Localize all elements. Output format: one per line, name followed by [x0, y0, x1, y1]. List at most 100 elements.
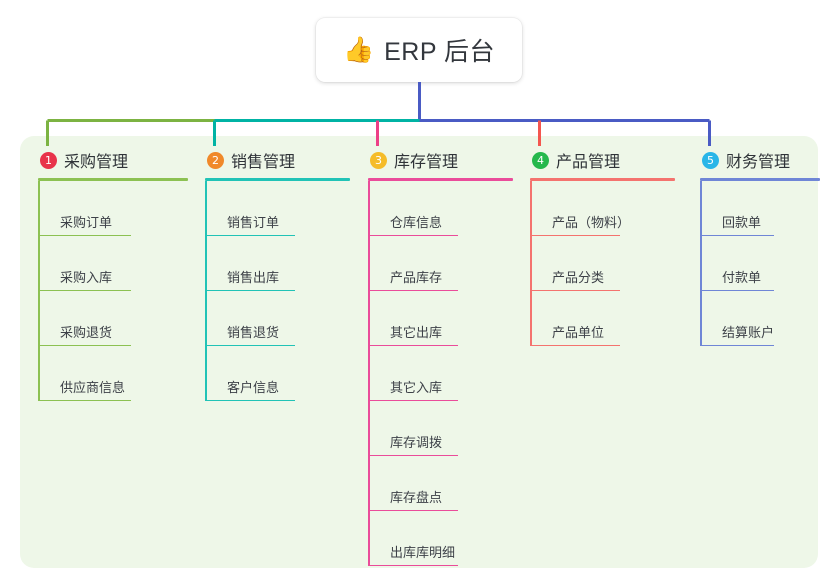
leaf-item[interactable]: 销售退货 [205, 291, 350, 346]
leaf-item[interactable]: 其它入库 [368, 346, 513, 401]
leaf-item-rule [38, 289, 131, 291]
leaf-item[interactable]: 仓库信息 [368, 181, 513, 236]
root-node[interactable]: 👍 ERP 后台 [316, 18, 522, 82]
column-header-rule-1 [38, 178, 188, 181]
leaf-item-rule [700, 344, 774, 346]
leaf-item-label: 出库库明细 [390, 545, 456, 560]
leaf-item-label: 销售订单 [227, 215, 280, 230]
leaf-item[interactable]: 回款单 [700, 181, 820, 236]
column-items-1: 采购订单采购入库采购退货供应商信息 [38, 181, 188, 401]
leaf-item[interactable]: 产品（物料） [530, 181, 675, 236]
leaf-item-label: 产品库存 [390, 270, 443, 285]
leaf-item-label: 采购入库 [60, 270, 113, 285]
leaf-item-rule [368, 564, 458, 566]
leaf-item-label: 其它出库 [390, 325, 443, 340]
column-header-rule-3 [368, 178, 513, 181]
column-items-3: 仓库信息产品库存其它出库其它入库库存调拨库存盘点出库库明细 [368, 181, 513, 566]
column-badge-3: 3 [370, 151, 387, 169]
leaf-item-label: 销售退货 [227, 325, 280, 340]
column-4: 4 产品管理产品（物料） 产品分类产品单位 [530, 148, 675, 346]
column-header-4[interactable]: 4 产品管理 [530, 148, 675, 172]
root-title: ERP 后台 [384, 38, 496, 66]
column-2: 2 销售管理销售订单销售出库销售退货客户信息 [205, 148, 350, 401]
leaf-item-rule [368, 344, 458, 346]
leaf-item[interactable]: 结算账户 [700, 291, 820, 346]
leaf-item[interactable]: 库存调拨 [368, 401, 513, 456]
leaf-item-label: 供应商信息 [60, 380, 126, 395]
column-header-3[interactable]: 3 库存管理 [368, 148, 513, 172]
leaf-item-rule [368, 454, 458, 456]
column-title-2: 销售管理 [231, 154, 296, 171]
column-spine-2 [205, 181, 207, 401]
leaf-item-label: 回款单 [722, 215, 762, 230]
column-items-2: 销售订单销售出库销售退货客户信息 [205, 181, 350, 401]
column-spine-1 [38, 181, 40, 401]
leaf-item[interactable]: 客户信息 [205, 346, 350, 401]
leaf-item-rule [205, 234, 295, 236]
column-spine-4 [530, 181, 532, 346]
leaf-item[interactable]: 采购订单 [38, 181, 188, 236]
leaf-item-rule [700, 234, 774, 236]
leaf-item[interactable]: 出库库明细 [368, 511, 513, 566]
column-items-5: 回款单付款单结算账户 [700, 181, 820, 346]
column-spine-5 [700, 181, 702, 346]
leaf-item[interactable]: 产品分类 [530, 236, 675, 291]
column-header-5[interactable]: 5 财务管理 [700, 148, 820, 172]
leaf-item-rule [700, 289, 774, 291]
leaf-item-rule [38, 399, 131, 401]
leaf-item-label: 产品单位 [552, 325, 605, 340]
leaf-item-rule [530, 344, 620, 346]
column-5: 5 财务管理回款单付款单结算账户 [700, 148, 820, 346]
column-header-1[interactable]: 1 采购管理 [38, 148, 188, 172]
leaf-item-label: 库存盘点 [390, 490, 443, 505]
leaf-item[interactable]: 库存盘点 [368, 456, 513, 511]
leaf-item-rule [368, 399, 458, 401]
column-title-4: 产品管理 [556, 154, 621, 171]
column-badge-1: 1 [40, 151, 57, 169]
leaf-item[interactable]: 产品库存 [368, 236, 513, 291]
column-3: 3 库存管理仓库信息产品库存其它出库其它入库库存调拨库存盘点出库库明细 [368, 148, 513, 566]
leaf-item[interactable]: 采购退货 [38, 291, 188, 346]
leaf-item-rule [368, 234, 458, 236]
leaf-item[interactable]: 销售订单 [205, 181, 350, 236]
leaf-item-label: 库存调拨 [390, 435, 443, 450]
leaf-item-rule [530, 234, 620, 236]
leaf-item-label: 产品（物料） [552, 215, 631, 230]
leaf-item-label: 结算账户 [722, 325, 775, 340]
leaf-item-rule [368, 509, 458, 511]
leaf-item[interactable]: 销售出库 [205, 236, 350, 291]
column-title-5: 财务管理 [726, 154, 791, 171]
leaf-item-label: 付款单 [722, 270, 762, 285]
column-title-1: 采购管理 [64, 154, 129, 171]
leaf-item[interactable]: 采购入库 [38, 236, 188, 291]
leaf-item-label: 销售出库 [227, 270, 280, 285]
leaf-item-label: 仓库信息 [390, 215, 443, 230]
thumbs-up-icon: 👍 [342, 35, 375, 64]
leaf-item[interactable]: 供应商信息 [38, 346, 188, 401]
column-badge-2: 2 [207, 151, 224, 169]
leaf-item-rule [205, 344, 295, 346]
leaf-item-rule [205, 289, 295, 291]
leaf-item[interactable]: 产品单位 [530, 291, 675, 346]
leaf-item-label: 客户信息 [227, 380, 280, 395]
leaf-item-label: 采购退货 [60, 325, 113, 340]
column-title-3: 库存管理 [394, 154, 459, 171]
leaf-item-rule [38, 234, 131, 236]
column-badge-4: 4 [532, 151, 549, 169]
diagram-panel [20, 136, 818, 568]
leaf-item-label: 其它入库 [390, 380, 443, 395]
column-header-rule-4 [530, 178, 675, 181]
leaf-item-rule [38, 344, 131, 346]
column-header-2[interactable]: 2 销售管理 [205, 148, 350, 172]
column-1: 1 采购管理采购订单采购入库采购退货供应商信息 [38, 148, 188, 401]
column-header-rule-2 [205, 178, 350, 181]
leaf-item-rule [530, 289, 620, 291]
leaf-item-rule [368, 289, 458, 291]
column-header-rule-5 [700, 178, 820, 181]
column-items-4: 产品（物料） 产品分类产品单位 [530, 181, 675, 346]
leaf-item[interactable]: 其它出库 [368, 291, 513, 346]
leaf-item[interactable]: 付款单 [700, 236, 820, 291]
leaf-item-rule [205, 399, 295, 401]
column-spine-3 [368, 181, 370, 566]
column-badge-5: 5 [702, 151, 719, 169]
